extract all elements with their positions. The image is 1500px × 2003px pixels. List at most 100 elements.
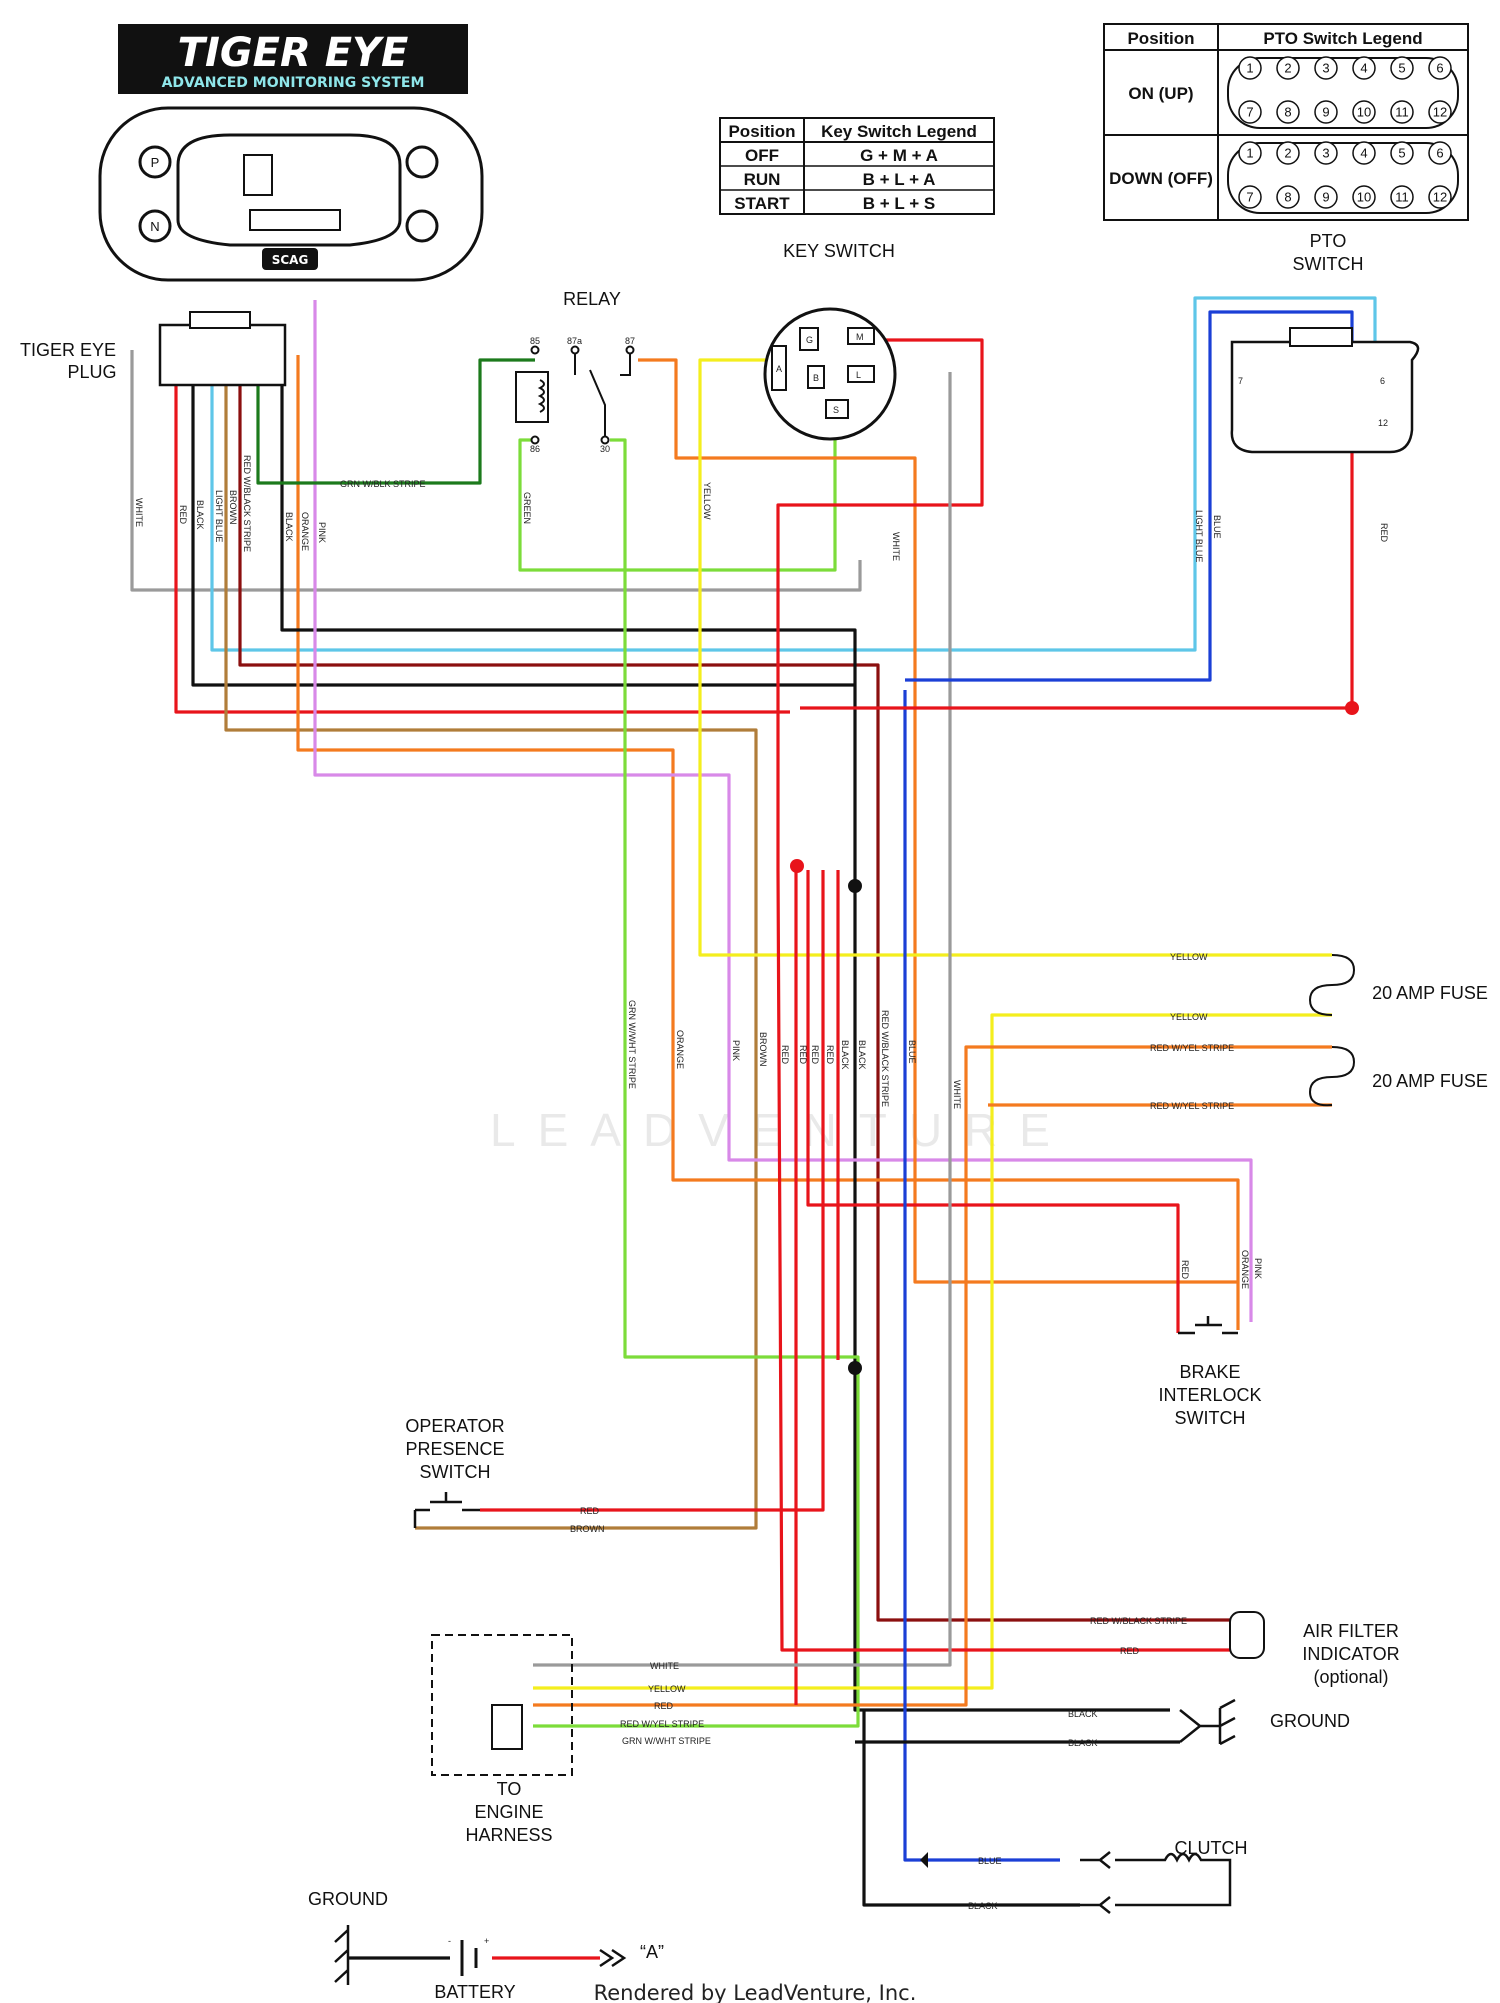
relay-label: RELAY xyxy=(563,289,621,309)
pto-legend-pin xyxy=(1314,100,1338,124)
svg-text:RED: RED xyxy=(178,505,188,525)
svg-text:RED: RED xyxy=(580,1506,600,1516)
svg-text:YELLOW: YELLOW xyxy=(1170,1012,1208,1022)
pto-legend-pin xyxy=(1428,141,1452,165)
svg-text:RED W/YEL STRIPE: RED W/YEL STRIPE xyxy=(1150,1101,1234,1111)
pto-switch-label: PTO xyxy=(1310,231,1347,251)
svg-text:BLACK: BLACK xyxy=(195,500,205,530)
fuse-1-label: 20 AMP FUSE xyxy=(1372,983,1488,1003)
svg-text:GRN W/WHT STRIPE: GRN W/WHT STRIPE xyxy=(622,1736,711,1746)
svg-text:ORANGE: ORANGE xyxy=(675,1030,685,1069)
svg-text:SWITCH: SWITCH xyxy=(420,1462,491,1482)
pto-legend-pin-label: 1 xyxy=(1246,61,1253,76)
wire-black-plug xyxy=(191,355,855,687)
tiger-eye-plug xyxy=(158,311,287,387)
wire-white-2 xyxy=(533,372,952,1667)
svg-text:HARNESS: HARNESS xyxy=(465,1825,552,1845)
fuse-2 xyxy=(1308,1046,1356,1107)
svg-text:RED: RED xyxy=(654,1701,674,1711)
logo-tagline: ADVANCED MONITORING SYSTEM xyxy=(162,75,425,91)
svg-text:B + L + S: B + L + S xyxy=(863,194,935,213)
pto-legend-pin xyxy=(1390,100,1414,124)
svg-text:L: L xyxy=(856,370,861,380)
svg-text:OFF: OFF xyxy=(745,146,779,165)
svg-text:PLUG: PLUG xyxy=(67,362,116,382)
svg-text:G: G xyxy=(806,335,813,345)
svg-text:PINK: PINK xyxy=(317,522,327,543)
footer-credit: Rendered by LeadVenture, Inc. xyxy=(594,1981,917,2003)
svg-text:+: + xyxy=(484,1936,489,1946)
pto-connector: 7 6 12 xyxy=(1230,327,1420,454)
wire-red-plug xyxy=(174,355,790,714)
ground-left-label: GROUND xyxy=(308,1889,388,1909)
wire-pink-plug xyxy=(313,300,1253,1322)
svg-text:7: 7 xyxy=(1238,376,1243,386)
pto-legend-pin-label: 8 xyxy=(1284,190,1291,205)
pto-legend-pin-label: 6 xyxy=(1436,61,1443,76)
svg-text:RED: RED xyxy=(1180,1260,1190,1280)
wire-grn-wht xyxy=(533,438,860,1728)
wire-red-key xyxy=(776,338,1230,1652)
pto-legend-pin xyxy=(1238,141,1262,165)
svg-text:RED: RED xyxy=(810,1045,820,1065)
pto-legend-pin-label: 2 xyxy=(1284,61,1291,76)
svg-text:30: 30 xyxy=(600,444,610,454)
wire-orange-87 xyxy=(638,358,1238,1284)
wire-blue xyxy=(903,690,1060,1862)
svg-text:6: 6 xyxy=(1380,376,1385,386)
svg-text:RED W/BLACK STRIPE: RED W/BLACK STRIPE xyxy=(1090,1616,1187,1626)
svg-text:BROWN: BROWN xyxy=(758,1032,768,1067)
svg-text:ORANGE: ORANGE xyxy=(1240,1250,1250,1289)
junction-red xyxy=(790,859,804,873)
svg-text:INDICATOR: INDICATOR xyxy=(1302,1644,1399,1664)
engine-harness-connector xyxy=(431,1634,573,1776)
wire-labels: GRN W/BLK STRIPE WHITE RED BLACK LIGHT B… xyxy=(134,455,1389,1911)
svg-text:BLACK: BLACK xyxy=(968,1901,998,1911)
pto-legend-pin-label: 9 xyxy=(1322,105,1329,120)
pto-legend-pin xyxy=(1352,56,1376,80)
pto-legend-pin xyxy=(1314,141,1338,165)
pto-legend-pin-label: 7 xyxy=(1246,190,1253,205)
svg-text:PINK: PINK xyxy=(731,1040,741,1061)
pto-legend-pin xyxy=(1352,100,1376,124)
pto-legend-pin-label: 1 xyxy=(1246,146,1253,161)
operator-presence-switch xyxy=(413,1492,480,1528)
svg-text:WHITE: WHITE xyxy=(650,1661,679,1671)
svg-text:ORANGE: ORANGE xyxy=(300,512,310,551)
seat-indicator-icon xyxy=(405,145,439,179)
ground-right-symbol xyxy=(1179,1698,1236,1746)
battery-symbol: - + xyxy=(448,1936,627,1976)
wire-harness xyxy=(130,296,1377,1960)
wire-red-op xyxy=(480,870,825,1512)
svg-text:Position: Position xyxy=(1127,29,1194,48)
svg-text:DOWN (OFF): DOWN (OFF) xyxy=(1109,169,1213,188)
fuse-2-label: 20 AMP FUSE xyxy=(1372,1071,1488,1091)
svg-text:B: B xyxy=(813,373,819,383)
svg-text:BLUE: BLUE xyxy=(907,1040,917,1064)
svg-text:12: 12 xyxy=(1378,418,1388,428)
digit-readout-icon xyxy=(249,209,341,231)
pto-legend-pin xyxy=(1390,185,1414,209)
svg-text:Position: Position xyxy=(728,122,795,141)
pto-legend-pin xyxy=(1276,56,1300,80)
pto-legend-pin xyxy=(1428,56,1452,80)
pto-legend-pin xyxy=(1276,141,1300,165)
wire-light-blue-plug xyxy=(210,296,1377,652)
pto-legend-pin xyxy=(1276,185,1300,209)
pto-legend-pin-label: 3 xyxy=(1322,61,1329,76)
svg-text:GRN W/WHT STRIPE: GRN W/WHT STRIPE xyxy=(627,1000,637,1089)
ground-left-symbol xyxy=(334,1925,350,1985)
svg-text:RED: RED xyxy=(798,1045,808,1065)
pto-indicator-icon xyxy=(405,209,439,243)
svg-text:WHITE: WHITE xyxy=(891,532,901,561)
svg-text:P: P xyxy=(151,155,160,170)
svg-text:GRN W/BLK STRIPE: GRN W/BLK STRIPE xyxy=(340,479,426,489)
svg-text:RED W/BLACK STRIPE: RED W/BLACK STRIPE xyxy=(880,1010,890,1107)
p-indicator-icon xyxy=(138,145,172,179)
key-switch: G M A B L S xyxy=(763,307,897,441)
pto-legend-pin-label: 12 xyxy=(1433,190,1447,205)
n-indicator-icon xyxy=(138,209,172,243)
pto-legend-pin xyxy=(1390,56,1414,80)
air-filter-indicator xyxy=(1229,1611,1265,1659)
svg-text:G + M + A: G + M + A xyxy=(860,146,938,165)
